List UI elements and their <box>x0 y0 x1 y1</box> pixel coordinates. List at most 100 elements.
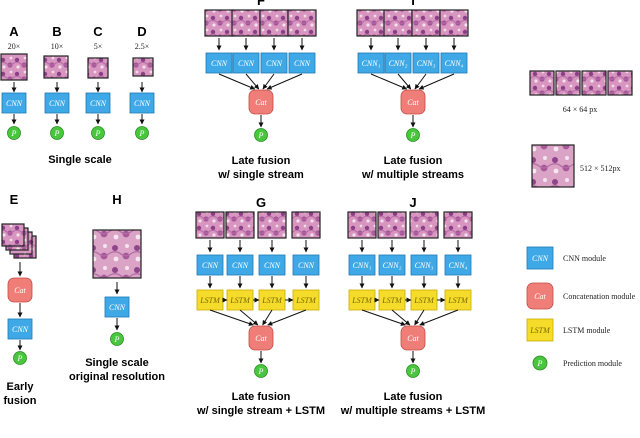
cnn-module-label: CNN <box>90 99 107 108</box>
panel-letter-f: F <box>257 0 265 8</box>
cnn-module <box>412 52 440 74</box>
cnn-module-label: CNN <box>266 59 283 68</box>
caption-g-line-1: Late fusion <box>232 391 291 403</box>
concatenation-module <box>7 277 33 303</box>
cnn-module <box>378 254 406 276</box>
input-patch-2 <box>383 9 413 37</box>
zoom-label-d: 2.5× <box>135 42 150 51</box>
legend-label-pred: Prediction module <box>563 359 622 368</box>
arrow-to-cat <box>414 73 427 90</box>
arrow-to-cat <box>267 309 307 326</box>
cnn-module-label: CNN <box>12 325 29 334</box>
caption-single-scale-original-line-1: Single scale <box>85 357 149 369</box>
zoom-label-a: 20× <box>8 42 21 51</box>
input-patch-1 <box>356 9 386 37</box>
caption-single-scale-original-line-2: original resolution <box>69 371 165 383</box>
cnn-module-label: CNN <box>49 99 66 108</box>
panel-letter-b: B <box>52 24 61 39</box>
lstm-module-label: LSTM <box>351 296 373 305</box>
cnn-module <box>7 318 33 340</box>
input-patch-4 <box>443 211 473 239</box>
prediction-module <box>406 364 420 378</box>
zoom-label-c: 5× <box>94 42 103 51</box>
input-patch-2 <box>225 211 255 239</box>
small-patch-3 <box>581 70 607 96</box>
prediction-module-label: P <box>11 129 17 138</box>
concatenation-module-label: Cat <box>255 334 267 343</box>
prediction-module-label: P <box>54 129 60 138</box>
cnn-module <box>1 92 27 114</box>
concatenation-module <box>400 89 426 115</box>
legend-label-cnn: CNN module <box>563 254 606 263</box>
small-patch-2 <box>555 70 581 96</box>
input-patch-1 <box>204 9 234 37</box>
input-patch-4 <box>291 211 321 239</box>
arrow-to-cat <box>419 309 459 326</box>
panel-letter-h: H <box>112 192 121 207</box>
cnn-module <box>444 254 472 276</box>
input-patch-2 <box>231 9 261 37</box>
prediction-module <box>91 126 105 140</box>
concatenation-module <box>248 89 274 115</box>
cnn-module <box>44 92 70 114</box>
cnn-module-label: CNN₄ <box>445 59 464 68</box>
prediction-module <box>254 128 268 142</box>
arrow-to-cat <box>266 73 303 90</box>
patch-size-512-label: 512 × 512px <box>580 164 621 173</box>
cnn-module-label: CNN <box>264 261 281 270</box>
legend-cnn-symbol-label: CNN <box>532 254 549 263</box>
caption-j-line-2: w/ multiple streams + LSTM <box>340 405 486 417</box>
lstm-module-label: LSTM <box>447 296 469 305</box>
lstm-module-label: LSTM <box>381 296 403 305</box>
lstm-module-label: LSTM <box>229 296 251 305</box>
cnn-module <box>357 52 385 74</box>
legend-label-lstm: LSTM module <box>563 326 611 335</box>
zoom-label-b: 10× <box>51 42 64 51</box>
cnn-module-label: CNN₁ <box>362 59 381 68</box>
legend-pred-symbol <box>532 355 548 371</box>
legend-cnn-symbol <box>526 246 554 270</box>
legend-label-cat: Concatenation module <box>563 292 636 301</box>
panel-letter-j: J <box>409 195 416 210</box>
cnn-module-label: CNN₄ <box>449 261 468 270</box>
arrow-to-cat <box>414 309 425 326</box>
legend-lstm-symbol-label: LSTM <box>529 326 551 335</box>
caption-i-line-1: Late fusion <box>384 155 443 167</box>
cnn-module <box>129 92 155 114</box>
caption-f-line-2: w/ single stream <box>217 169 304 181</box>
prediction-module-label: P <box>95 129 101 138</box>
cnn-module-label: CNN₁ <box>353 261 372 270</box>
arrow-to-cat <box>239 309 259 326</box>
prediction-module <box>50 126 64 140</box>
panel-letter-c: C <box>93 24 103 39</box>
prediction-module-label: P <box>17 354 23 363</box>
cnn-module <box>260 52 288 74</box>
caption-early-fusion-line-1: Early <box>7 381 35 393</box>
concatenation-module-label: Cat <box>14 286 26 295</box>
input-patch-1 <box>347 211 377 239</box>
panel-letter-a: A <box>9 24 19 39</box>
prediction-module-label: P <box>258 367 264 376</box>
patch-10x <box>43 55 69 79</box>
input-patch-2 <box>377 211 407 239</box>
arrow-to-cat <box>262 309 273 326</box>
prediction-module <box>135 126 149 140</box>
cnn-module <box>232 52 260 74</box>
input-patch-4 <box>287 9 317 37</box>
cnn-module <box>85 92 111 114</box>
cnn-module-label: CNN <box>238 59 255 68</box>
lstm-module-label: LSTM <box>295 296 317 305</box>
caption-early-fusion-line-2: fusion <box>4 395 37 407</box>
arrow-to-cat <box>209 309 254 326</box>
caption-f-line-1: Late fusion <box>232 155 291 167</box>
cnn-module-label: CNN₂ <box>389 59 408 68</box>
caption-j-line-1: Late fusion <box>384 391 443 403</box>
cnn-module-label: CNN₃ <box>417 59 436 68</box>
concatenation-module-label: Cat <box>255 98 267 107</box>
cnn-module-label: CNN₃ <box>415 261 434 270</box>
patch-stack-1 <box>1 223 25 247</box>
caption-single-scale-line-1: Single scale <box>48 154 112 166</box>
prediction-module <box>254 364 268 378</box>
arrow-to-cat <box>391 309 411 326</box>
